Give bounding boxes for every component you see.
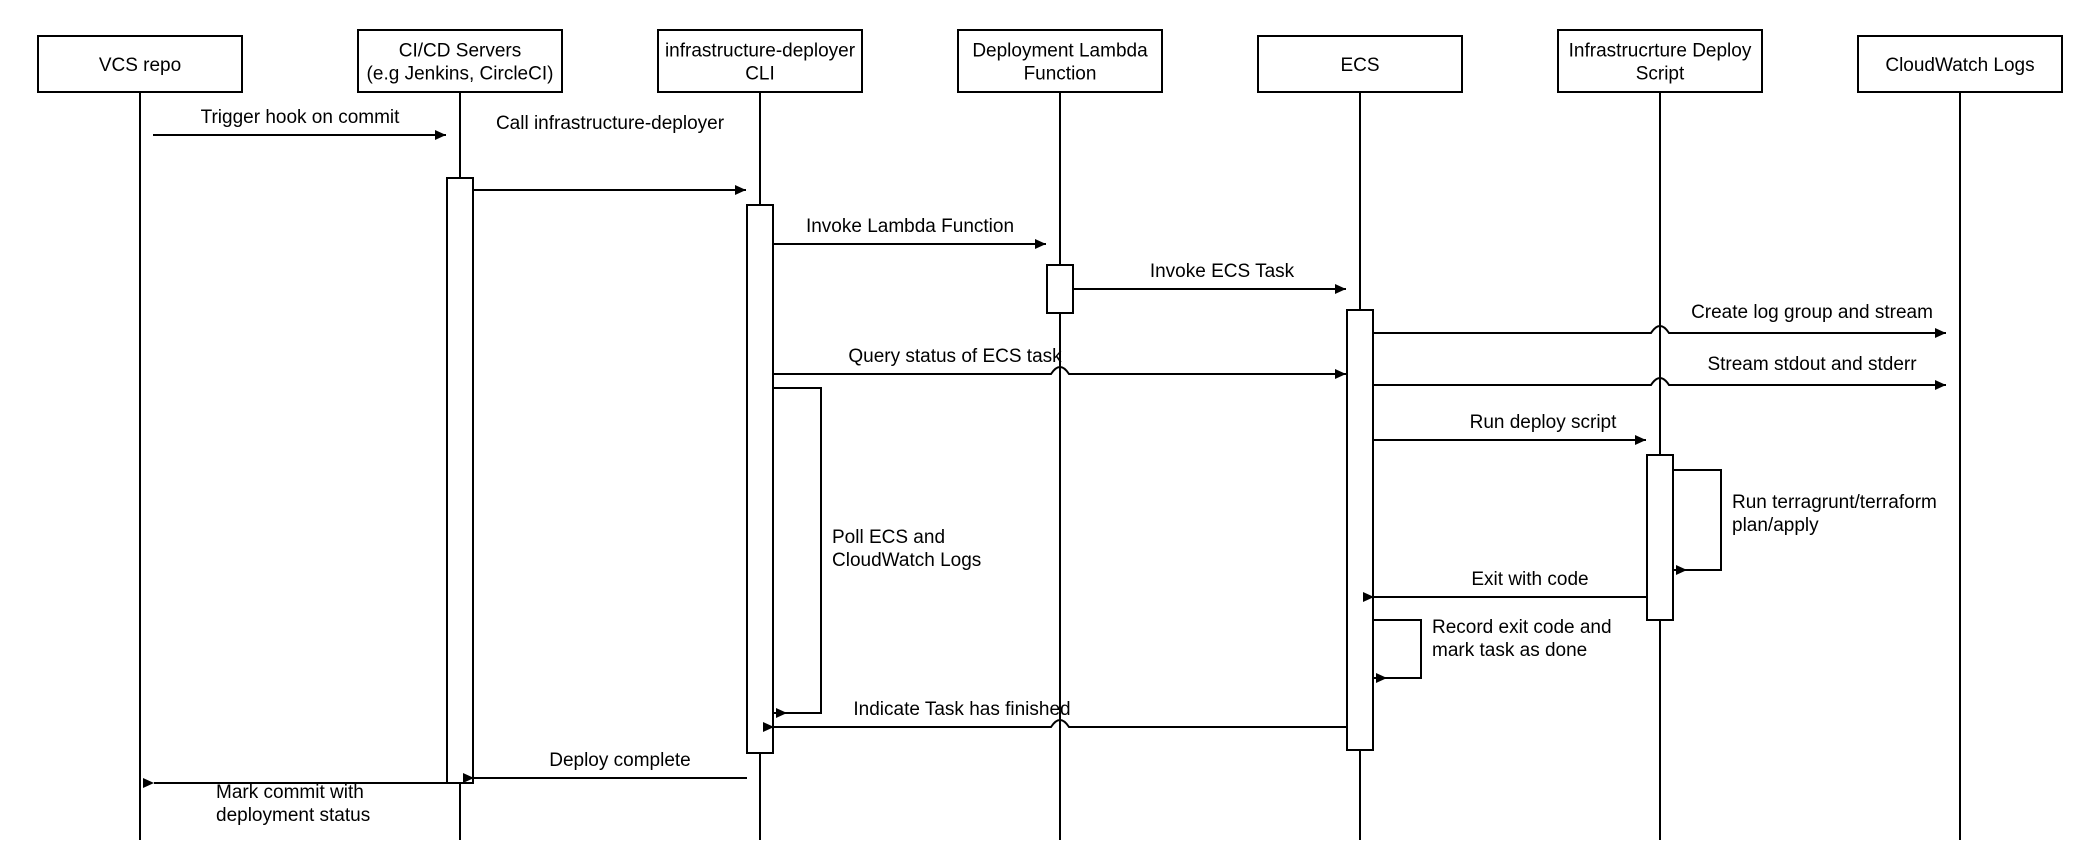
message-m7: Stream stdout and stderr [1373,354,1946,390]
self-message-label-s1: Poll ECS and [832,527,945,548]
message-label-m7: Stream stdout and stderr [1707,354,1917,375]
activation-bar-act-script-run [1672,469,1722,571]
participant-ecs[interactable]: ECS [1257,35,1463,93]
message-label-m1: Trigger hook on commit [201,107,401,128]
message-m3: Invoke Lambda Function [773,216,1046,249]
activation-bar-act-cli [746,204,774,754]
self-message-arrow-s3 [1375,619,1422,683]
message-m2: Call infrastructure-deployer [473,113,746,195]
self-message-arrow-s1 [775,387,822,718]
participant-cicd[interactable]: CI/CD Servers(e.g Jenkins, CircleCI) [357,29,563,93]
participant-label-vcs: VCS repo [99,55,181,76]
participant-box-cicd[interactable] [357,29,563,93]
participant-label-lambda: Function [1024,64,1097,85]
message-m10: Indicate Task has finished [763,699,1347,732]
message-m8: Run deploy script [1373,412,1646,445]
message-arrow-m5 [1373,325,1946,338]
participant-box-ecs[interactable] [1257,35,1463,93]
message-label-m2: Call infrastructure-deployer [496,113,725,134]
message-label-m11: Deploy complete [549,750,691,771]
message-label-m9: Exit with code [1471,569,1588,590]
activation-bar-act-ecs [1346,309,1374,751]
message-arrow-m7 [1373,377,1946,390]
participant-cwlogs[interactable]: CloudWatch Logs [1857,35,2063,93]
message-label-m3: Invoke Lambda Function [806,216,1014,237]
participant-box-cwlogs[interactable] [1857,35,2063,93]
message-arrow-m6 [773,366,1346,379]
participant-label-cwlogs: CloudWatch Logs [1885,55,2034,76]
participant-label-cicd: (e.g Jenkins, CircleCI) [367,64,554,85]
message-m1: Trigger hook on commit [153,107,446,140]
message-m11: Deploy complete [463,750,747,783]
participant-label-cli: CLI [745,64,775,85]
self-message-label-s3: Record exit code and [1432,617,1612,638]
activation-bar-act-ecs-record [1372,619,1422,679]
self-message-label-s1: CloudWatch Logs [832,550,981,571]
self-message-label-s3: mark task as done [1432,640,1587,661]
activation-bar-act-script [1646,454,1674,621]
activation-bar-act-cicd [446,177,474,784]
participant-label-deployscript: Infrastrucrture Deploy [1569,41,1752,62]
message-label-m8: Run deploy script [1470,412,1618,433]
participant-vcs[interactable]: VCS repo [37,35,243,93]
message-label-m12: Mark commit with [216,782,364,803]
participant-box-lambda[interactable] [957,29,1163,93]
self-message-label-s2: Run terragrunt/terraform [1732,492,1937,513]
message-m9: Exit with code [1363,569,1647,602]
self-message-label-s2: plan/apply [1732,515,1819,536]
message-arrow-m10 [763,719,1347,732]
message-label-m10: Indicate Task has finished [853,699,1070,720]
self-message-arrow-s2 [1675,469,1722,575]
message-label-m12: deployment status [216,805,370,826]
message-label-m4: Invoke ECS Task [1150,261,1295,282]
participant-box-vcs[interactable] [37,35,243,93]
message-label-m6: Query status of ECS task [848,346,1062,367]
participant-label-cli: infrastructure-deployer [665,41,856,62]
message-m6: Query status of ECS task [773,346,1346,379]
message-m5: Create log group and stream [1373,302,1946,338]
participant-label-lambda: Deployment Lambda [972,41,1148,62]
message-m4: Invoke ECS Task [1073,261,1346,294]
participant-label-cicd: CI/CD Servers [399,41,521,62]
activation-bar-act-lambda [1046,264,1074,314]
activation-bar-act-cli-poll [772,387,822,714]
message-label-m5: Create log group and stream [1691,302,1933,323]
participant-box-cli[interactable] [657,29,863,93]
participant-box-deployscript[interactable] [1557,29,1763,93]
participant-label-deployscript: Script [1636,64,1685,85]
participant-label-ecs: ECS [1340,55,1379,76]
